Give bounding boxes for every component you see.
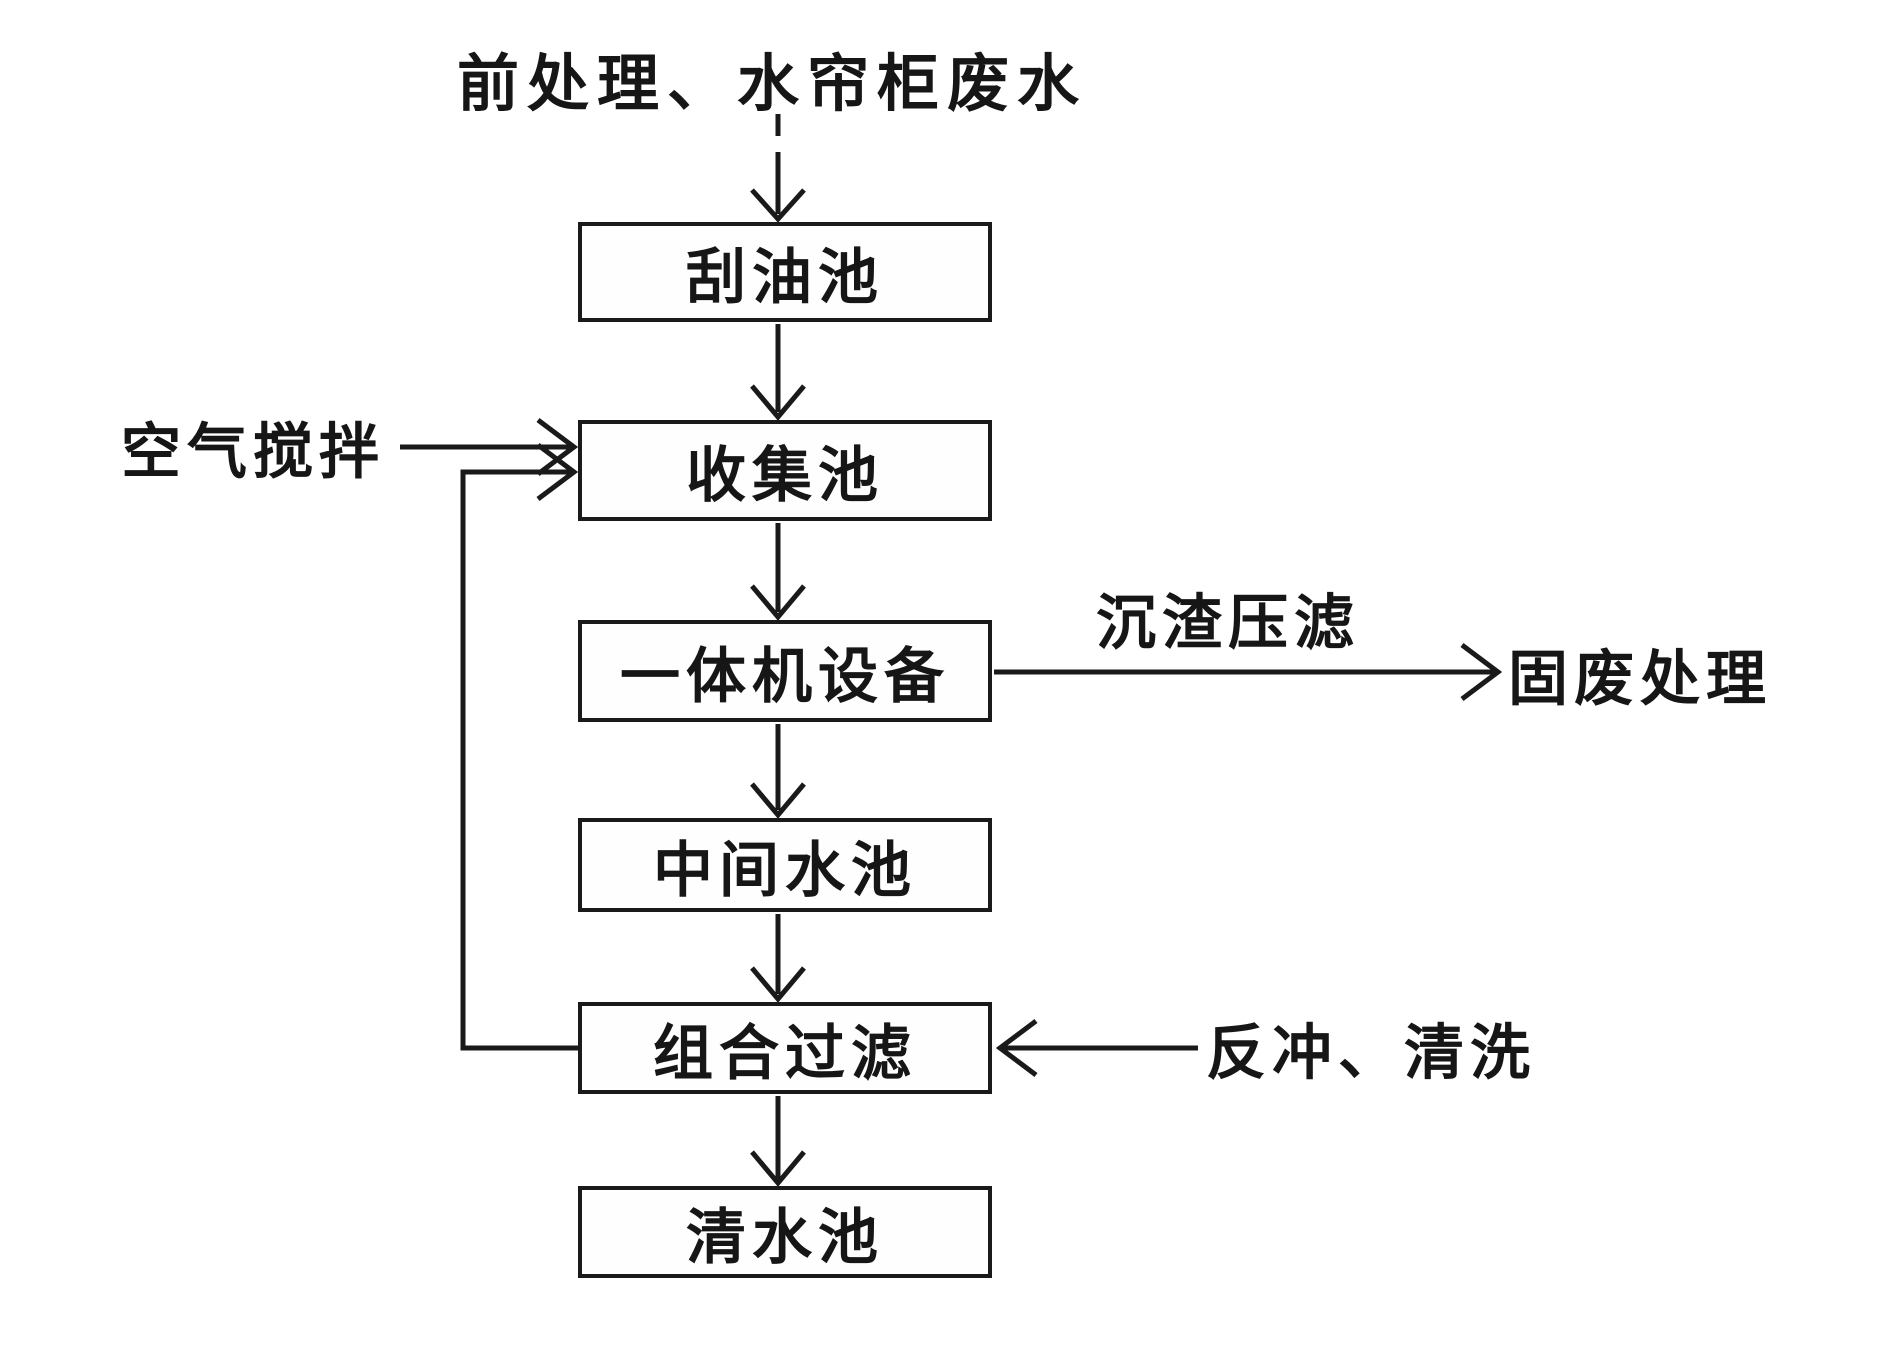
arrow-sludge-press (994, 643, 1503, 701)
node-label: 一体机设备 (620, 641, 950, 712)
solid-waste-treatment-label: 固废处理 (1508, 644, 1772, 715)
node-label: 清水池 (686, 1202, 884, 1273)
node-label: 中间水池 (653, 835, 917, 906)
backwash-clean-label: 反冲、清洗 (1206, 1018, 1536, 1089)
arrow-inflow-dashed (750, 114, 806, 223)
node-clean-water-tank: 清水池 (578, 1186, 992, 1278)
node-label: 收集池 (686, 441, 884, 511)
node-integrated-machine: 一体机设备 (578, 620, 992, 722)
arrow-oil-to-collection (750, 324, 806, 421)
arrow-backwash (995, 1019, 1198, 1077)
node-label: 组合过滤 (653, 1018, 917, 1089)
node-collection-tank: 收集池 (578, 420, 992, 521)
inflow-source-label: 前处理、水帘柜废水 (456, 47, 1088, 120)
arrow-filter-to-clean (750, 1096, 806, 1187)
node-intermediate-tank: 中间水池 (578, 818, 992, 912)
arrow-intermediate-to-filter (750, 914, 806, 1003)
air-agitation-label: 空气搅拌 (121, 417, 385, 488)
node-combined-filter: 组合过滤 (578, 1002, 992, 1094)
sludge-press-filter-label: 沉渣压滤 (1096, 588, 1360, 659)
arrow-air-agitation (400, 418, 579, 476)
arrow-feedback-loop (460, 443, 579, 1051)
node-label: 刮油池 (686, 242, 884, 313)
arrow-machine-to-intermediate (750, 724, 806, 819)
node-oil-scraping-tank: 刮油池 (578, 222, 992, 322)
arrow-collection-to-machine (750, 523, 806, 621)
